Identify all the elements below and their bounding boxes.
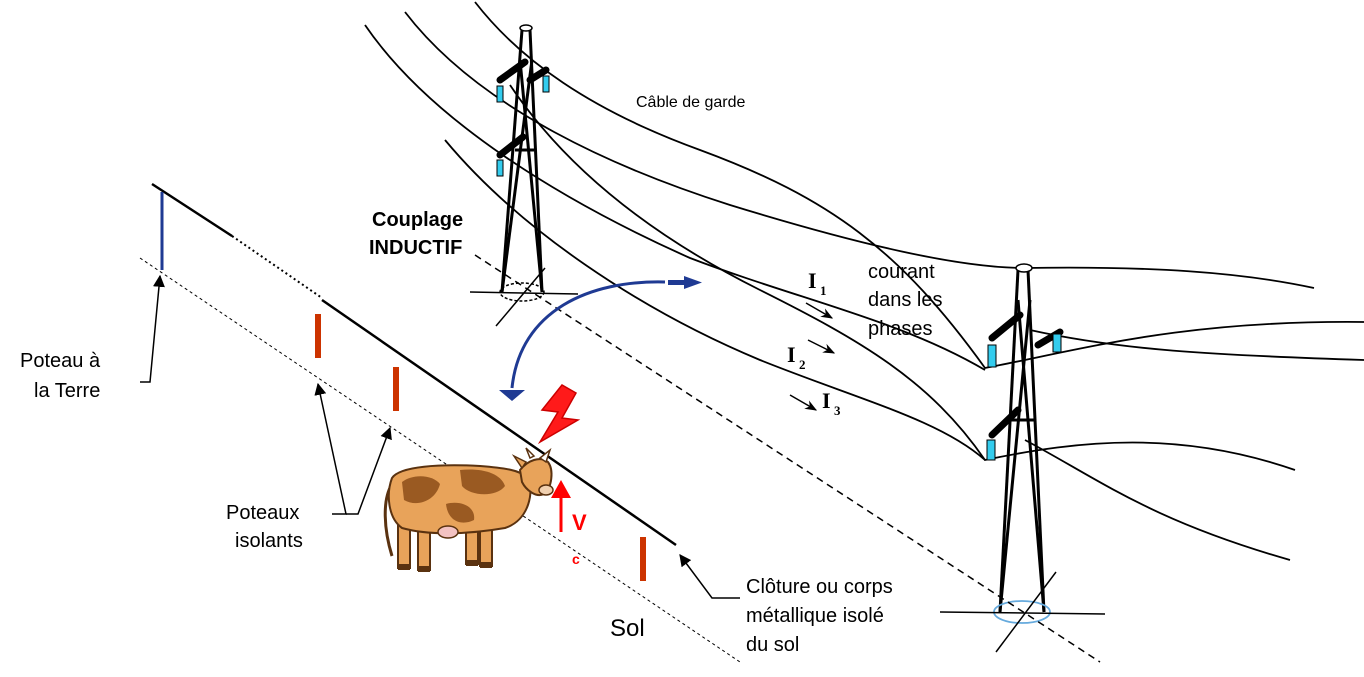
pointer-insulating-1 bbox=[314, 382, 347, 515]
pointer-ground-post bbox=[140, 274, 165, 383]
fence-wire-dotted bbox=[231, 235, 323, 299]
i1-label: I bbox=[808, 268, 817, 293]
pointer-fence bbox=[679, 554, 740, 599]
i3-subscript: 3 bbox=[834, 403, 841, 418]
insulating-posts-label-line2: isolants bbox=[235, 530, 303, 552]
left-pylon bbox=[469, 24, 579, 327]
ground-dotted-line bbox=[139, 257, 741, 663]
phase-cable-5 bbox=[1024, 439, 1291, 561]
guard-cable-line bbox=[404, 11, 1315, 289]
ground-post-label-line1: Poteau à bbox=[20, 350, 101, 372]
insulating-posts bbox=[315, 314, 646, 581]
phase-cable-top bbox=[474, 1, 1364, 369]
pointer-arrows bbox=[140, 274, 740, 599]
ground-post-label-line2: la Terre bbox=[34, 380, 100, 402]
voltage-subscript: c bbox=[572, 551, 580, 567]
current-arrows bbox=[789, 302, 836, 411]
pointer-insulating-2 bbox=[346, 426, 392, 515]
i2-label: I bbox=[787, 342, 796, 367]
current-label-line2: dans les bbox=[868, 289, 943, 311]
current-label-line1: courant bbox=[868, 261, 935, 283]
fence-wire-segment-1 bbox=[151, 182, 233, 238]
phase-cable-4 bbox=[1029, 329, 1364, 361]
phase-cable-3 bbox=[444, 139, 986, 461]
voltage-label: V bbox=[572, 510, 587, 535]
current-arrow-3 bbox=[789, 394, 818, 411]
phase-cable-1 bbox=[364, 24, 986, 371]
fence-label-line2: métallique isolé bbox=[746, 605, 884, 627]
fence-wire-segment-2 bbox=[321, 298, 677, 547]
pylon-ground-projection bbox=[474, 254, 1101, 663]
overhead-cables bbox=[364, 1, 1364, 561]
fence-label-line1: Clôture ou corps bbox=[746, 576, 893, 598]
ground-label: Sol bbox=[610, 615, 645, 642]
current-arrow-1 bbox=[805, 302, 834, 319]
lightning-icon bbox=[537, 384, 581, 445]
fence bbox=[139, 182, 741, 663]
fence-label-line3: du sol bbox=[746, 634, 799, 656]
i2-subscript: 2 bbox=[799, 357, 806, 372]
insulating-posts-label-line1: Poteaux bbox=[226, 502, 299, 524]
cow-icon bbox=[383, 447, 554, 572]
coupling-label-line1: Couplage bbox=[372, 209, 463, 231]
current-arrow-2 bbox=[807, 339, 836, 354]
guard-cable-label: Câble de garde bbox=[636, 94, 746, 111]
current-label-line3: phases bbox=[868, 318, 933, 340]
coupling-label-line2: INDUCTIF bbox=[369, 237, 462, 259]
voltage-arrow bbox=[551, 480, 571, 532]
i3-label: I bbox=[822, 388, 831, 413]
i1-subscript: 1 bbox=[820, 283, 827, 298]
phase-cable-2 bbox=[509, 84, 1296, 471]
coupling-arrow bbox=[499, 276, 702, 401]
right-pylon bbox=[939, 263, 1106, 653]
